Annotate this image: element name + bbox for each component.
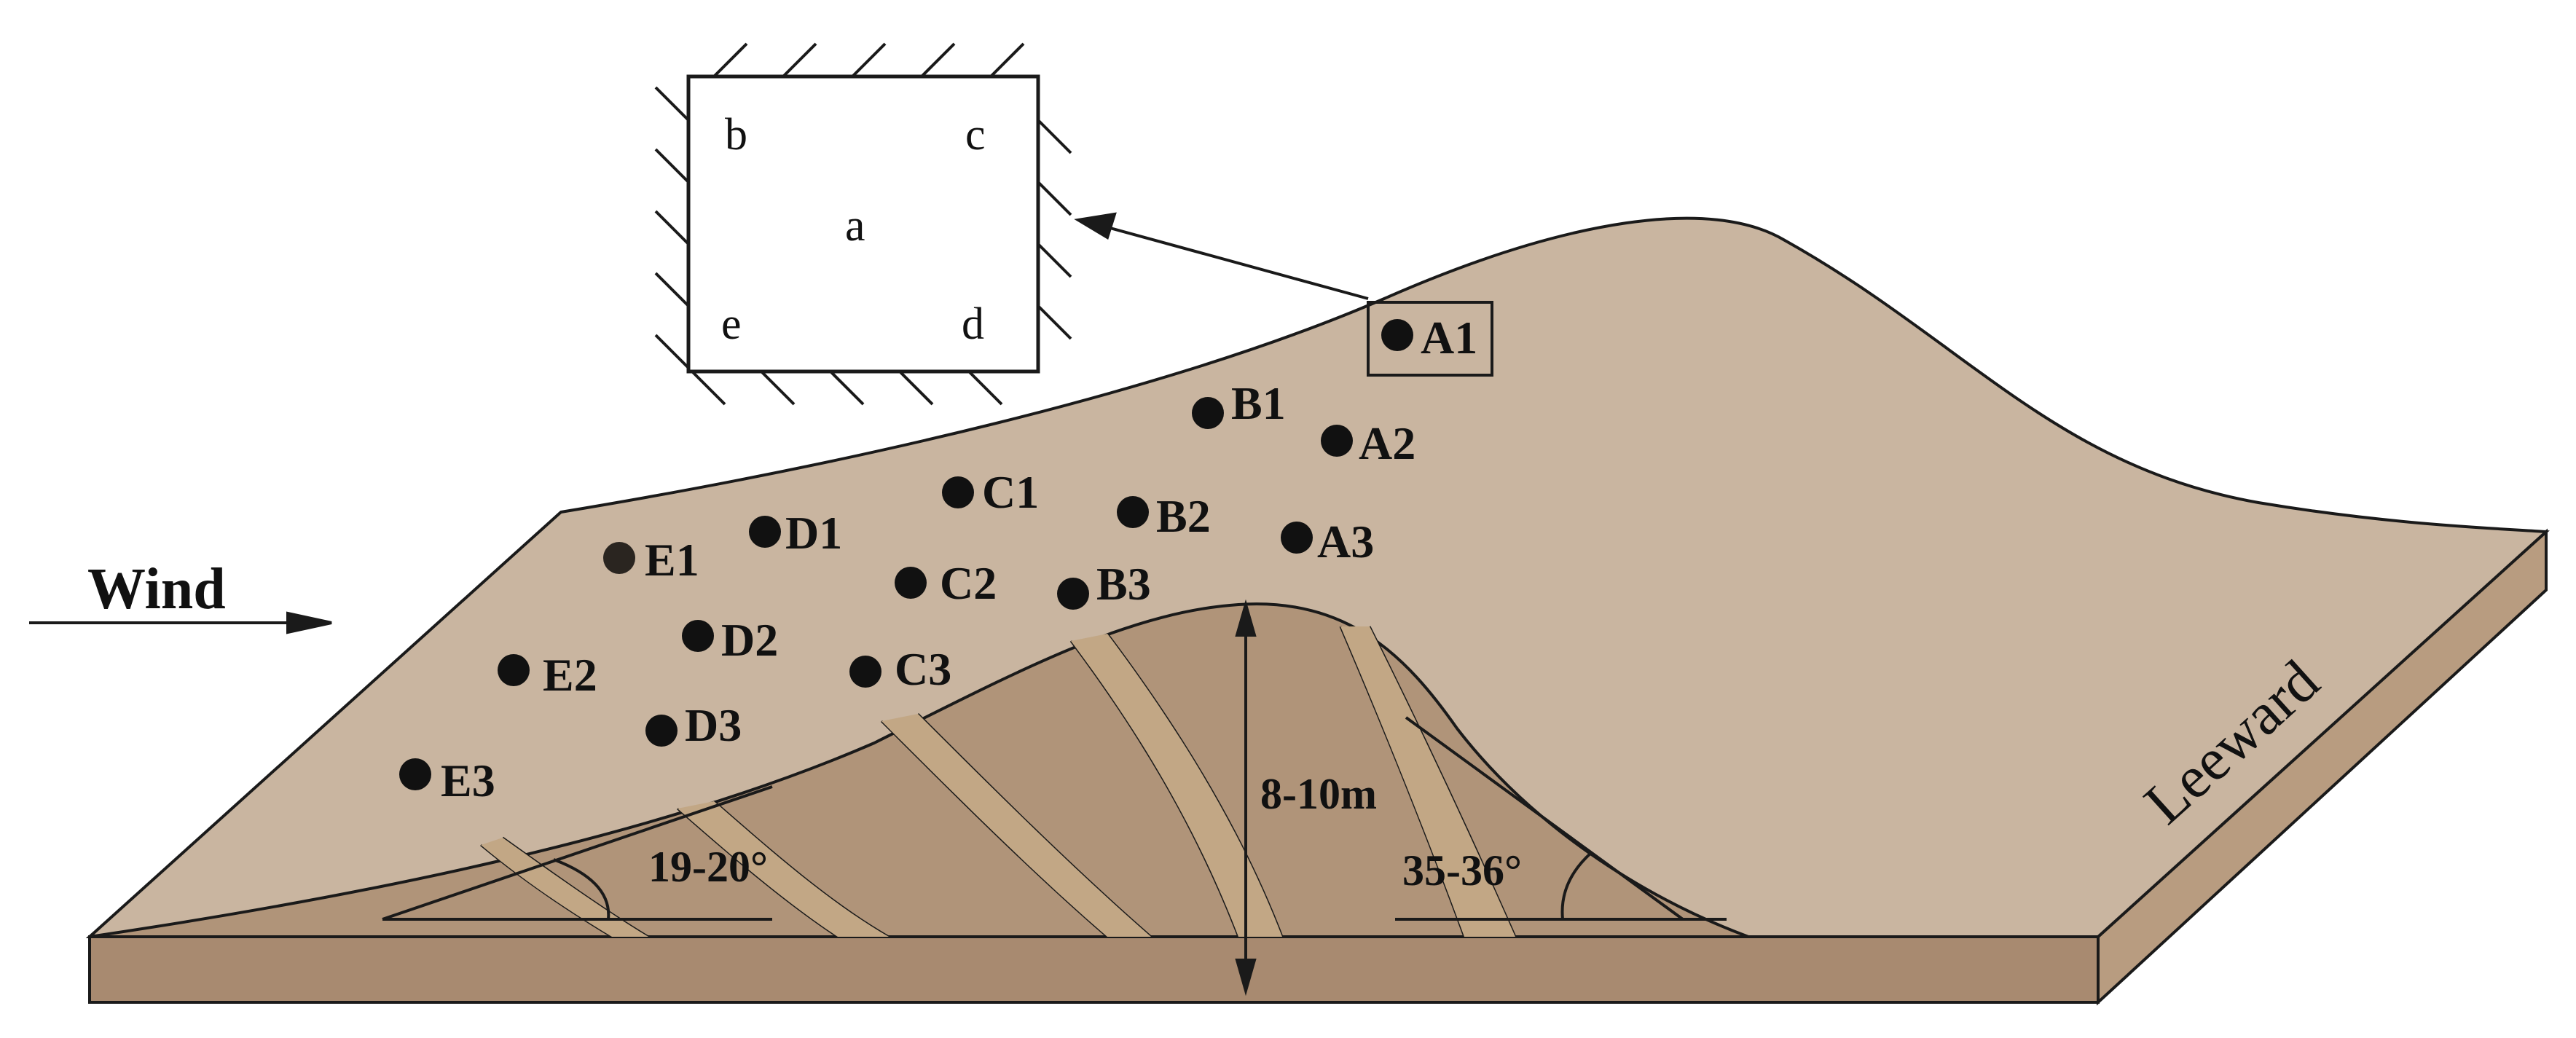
point-d1-marker <box>749 516 781 548</box>
point-labels: A1 A2 A3 B1 B2 B3 C1 C2 C3 D1 D2 D3 E1 E… <box>441 312 1477 806</box>
point-c1-marker <box>942 476 974 508</box>
point-e1-marker <box>603 542 635 574</box>
inset-label-a: a <box>845 201 865 251</box>
point-label-c2: C2 <box>940 557 997 609</box>
point-label-e2: E2 <box>543 649 597 701</box>
height-arrow <box>1235 599 1257 996</box>
inset-label-d: d <box>962 299 984 349</box>
point-e2-marker <box>498 654 530 686</box>
point-label-c3: C3 <box>895 643 951 695</box>
inset-pointer-arrow <box>1074 212 1369 300</box>
wind-arrow <box>29 611 332 634</box>
point-label-b1: B1 <box>1231 377 1286 429</box>
point-label-a3: A3 <box>1317 516 1374 567</box>
height-label: 8-10m <box>1260 770 1377 818</box>
point-label-a2: A2 <box>1359 417 1415 469</box>
point-label-d1: D1 <box>785 507 842 559</box>
inset-hatching <box>654 42 1072 406</box>
inset-label-e: e <box>721 299 742 349</box>
point-d3-marker <box>645 715 678 747</box>
inset-box <box>686 74 1040 374</box>
dune-surface <box>85 216 2550 938</box>
point-b3-marker <box>1057 578 1089 610</box>
point-b2-marker <box>1117 496 1149 528</box>
point-e3-marker <box>399 758 431 790</box>
point-label-a1: A1 <box>1421 312 1477 363</box>
inset-label-c: c <box>965 110 986 160</box>
point-c3-marker <box>849 656 881 688</box>
wind-label: Wind <box>87 557 226 621</box>
sampling-points <box>399 319 1413 790</box>
point-label-c1: C1 <box>982 466 1039 518</box>
a1-highlight-box <box>1367 301 1493 377</box>
point-label-d3: D3 <box>685 699 742 751</box>
point-label-e1: E1 <box>645 534 699 586</box>
point-a3-marker <box>1281 522 1313 554</box>
point-label-b3: B3 <box>1096 558 1151 610</box>
leeward-angle-label: 35-36° <box>1402 846 1522 895</box>
windward-angle-marker <box>382 785 773 921</box>
point-d2-marker <box>682 620 714 652</box>
point-label-d2: D2 <box>721 614 778 666</box>
base-front-face <box>88 935 2100 1004</box>
point-a1-marker <box>1381 319 1413 351</box>
point-a2-marker <box>1321 425 1353 457</box>
inset-label-b: b <box>725 110 747 160</box>
point-label-e3: E3 <box>441 755 495 806</box>
leeward-angle-marker <box>1395 716 1727 921</box>
windward-angle-label: 19-20° <box>648 843 768 891</box>
point-b1-marker <box>1192 397 1224 429</box>
point-c2-marker <box>895 567 927 599</box>
point-label-b2: B2 <box>1156 490 1211 542</box>
strata-fills <box>481 626 1515 937</box>
